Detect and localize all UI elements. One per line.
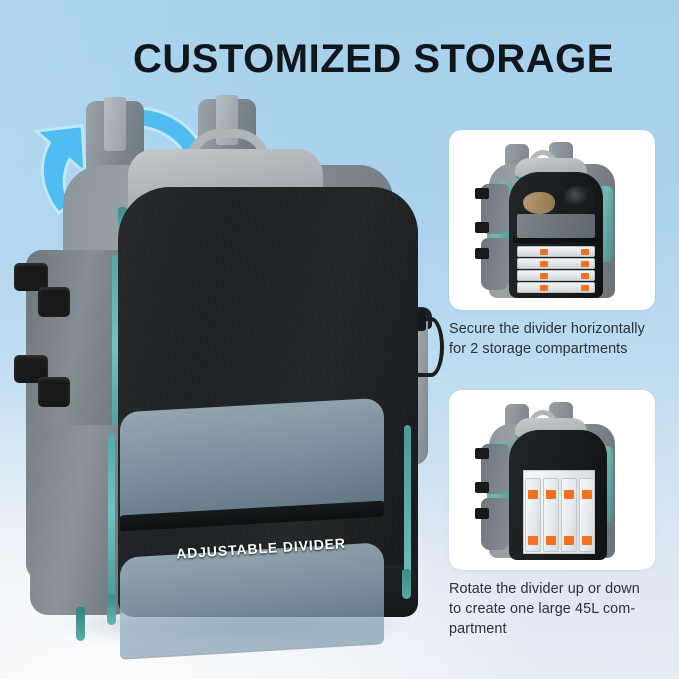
caption-1-line-2: for 2 storage compartments [449,340,628,357]
feature-card-horizontal-divider [449,130,655,310]
inset2-tackle-box-latch [546,536,556,545]
main-compartment-zipper-right [404,425,411,575]
inset1-gear-lures [523,192,555,214]
inset2-tackle-box-latch [564,536,574,545]
inset1-tackle-box-latch [581,249,589,255]
inset1-tackle-box-latch [540,249,548,255]
inset-product-image-2 [471,398,635,566]
inset1-gear-reel [563,186,595,214]
inset1-tackle-box-latch [581,285,589,291]
inset2-tackle-box-latch [582,536,592,545]
inset1-tackle-box [517,246,595,257]
inset1-tackle-box-latch [581,261,589,267]
page-title: CUSTOMIZED STORAGE [133,37,614,81]
inset1-tackle-box-latch [540,261,548,267]
inset-product-image-1 [471,138,635,306]
inset1-tackle-box [517,270,595,281]
inset1-tackle-box-latch [540,285,548,291]
caption-1-line-1: Secure the divider horizontally [449,321,645,337]
inset2-tackle-box-latch [582,490,592,499]
inset2-top-handle [529,410,557,424]
inset1-tackle-box [517,258,595,269]
inset2-tackle-box-latch [546,490,556,499]
divider-panel-lower [120,542,384,658]
main-compartment-zipper-pull-right [402,569,411,599]
inset1-divider-shelf [513,238,601,243]
inset1-tackle-box [517,282,595,293]
feature-caption-2: Rotate the divider up or down to create … [449,580,665,640]
left-pocket-zipper-lower [108,433,115,603]
feature-caption-1: Secure the divider horizontally for 2 st… [449,320,665,360]
inset2-rod-loop-1 [475,448,489,459]
rod-holder-loop-1 [14,263,48,291]
main-product-image: ADJUSTABLE DIVIDER [8,95,444,658]
bottom-zipper-pull-left [76,607,85,641]
inset1-tackle-box-latch [581,273,589,279]
inset1-top-handle [529,150,557,164]
inset2-tackle-box-latch [564,490,574,499]
inset1-rod-loop-1 [475,188,489,199]
inset1-gear-tray [517,214,595,238]
inset1-rod-loop-2 [475,222,489,233]
inset1-rod-loop-3 [475,248,489,259]
caption-2-line-2: to create one large 45L com- [449,600,636,617]
caption-2-line-1: Rotate the divider up or down [449,581,640,597]
inset2-rod-loop-2 [475,482,489,493]
top-carry-handle [186,129,270,163]
left-pocket-zipper-pull [107,595,116,625]
rod-holder-loop-2 [38,287,70,317]
left-side-pocket-lower [30,425,130,615]
inset2-rod-loop-3 [475,508,489,519]
inset2-left-pocket-lower [481,498,509,550]
inset1-left-pocket-lower [481,238,509,290]
caption-2-line-3: partment [449,620,507,637]
shoulder-strap-left-webbing [104,97,126,151]
inset1-tackle-box-latch [540,273,548,279]
inset2-tackle-box-latch [528,490,538,499]
feature-card-rotated-divider [449,390,655,570]
left-pocket-zipper-upper [112,255,119,455]
inset2-tackle-box-latch [528,536,538,545]
rod-holder-loop-4 [38,377,70,407]
pouch-cinch-cord [418,317,444,377]
